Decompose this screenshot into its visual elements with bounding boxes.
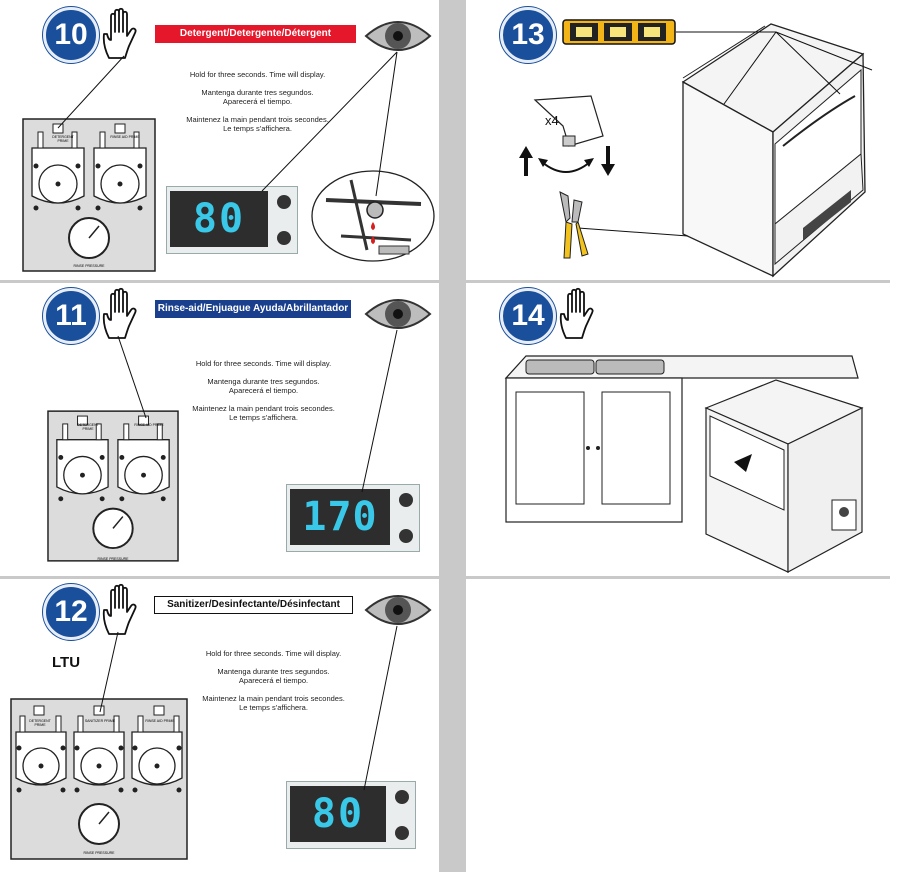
display-digits: 80	[290, 786, 386, 842]
instruction-french-2: Le temps s'affichera.	[229, 413, 298, 422]
step-number-12: 12	[43, 584, 99, 640]
display-button	[277, 195, 291, 209]
instruction-english: Hold for three seconds. Time will displa…	[189, 70, 326, 79]
level-icon	[562, 19, 676, 45]
panel-button-label: DETERGENT PRIME	[29, 719, 51, 727]
instruction-french-2: Le temps s'affichera.	[239, 703, 308, 712]
dispenser-detail-zoom	[311, 170, 435, 262]
leveling-foot-icon	[533, 95, 604, 147]
instruction-french-1: Maintenez la main pendant trois secondes…	[186, 114, 329, 124]
pointer-lines	[99, 625, 398, 791]
display-button	[395, 790, 409, 804]
panel-button-label: SANITIZER PRIME	[84, 719, 116, 723]
panel-button-label: DETERGENT PRIME	[52, 135, 74, 143]
display-digits: 170	[290, 489, 390, 545]
eye-icon	[364, 21, 432, 51]
instruction-french-1: Maintenez la main pendant trois secondes…	[192, 403, 335, 413]
gauge-label: RINSE PRESSURE	[83, 851, 115, 855]
rinse-aid-label: Rinse-aid/Enjuague Ayuda/Abrillantador	[155, 300, 351, 318]
gauge-label: RINSE PRESSURE	[73, 264, 105, 268]
pliers-icon	[559, 191, 589, 259]
pointer-lines	[57, 51, 398, 197]
detergent-label: Detergent/Detergente/Détergent	[155, 25, 356, 43]
panel-button-label: RINSE AID PRIME	[110, 135, 140, 139]
hand-icon	[559, 287, 594, 339]
instruction-spanish-1: Mantenga durante tres segundos.	[207, 376, 320, 386]
instruction-french-1: Maintenez la main pendant trois secondes…	[202, 693, 345, 703]
instructions-text: Hold for three seconds. Time will displa…	[166, 359, 361, 423]
instructions-text: Hold for three seconds. Time will displa…	[160, 70, 355, 134]
horizontal-divider	[466, 576, 890, 579]
dishwasher-illustration	[681, 23, 866, 278]
hand-icon	[102, 583, 137, 635]
hand-icon	[102, 287, 137, 339]
eye-icon	[364, 595, 432, 625]
rotate-arrow-icon	[538, 158, 594, 173]
model-label: LTU	[52, 654, 81, 671]
counter-with-dishwasher-illustration	[504, 355, 864, 574]
panel-button-label: RINSE AID PRIME	[134, 423, 164, 427]
arrow-down-icon	[601, 146, 615, 176]
sanitizer-label: Sanitizer/Desinfectante/Désinfectant	[154, 596, 353, 614]
pump-panel-three	[10, 698, 188, 860]
instruction-english: Hold for three seconds. Time will displa…	[205, 649, 342, 658]
display-button	[395, 826, 409, 840]
instruction-spanish-1: Mantenga durante tres segundos.	[201, 87, 314, 97]
horizontal-divider	[0, 576, 439, 579]
time-display: 170	[286, 484, 420, 552]
display-digits: 80	[170, 191, 268, 247]
instruction-spanish-1: Mantenga durante tres segundos.	[217, 666, 330, 676]
time-display: 80	[166, 186, 298, 254]
multiplier-label: x4	[545, 113, 559, 128]
panel-button-label: DETERGENT PRIME	[77, 423, 99, 431]
step-number-13: 13	[500, 7, 556, 63]
display-button	[399, 493, 413, 507]
display-button	[399, 529, 413, 543]
arrow-up-icon	[519, 146, 533, 176]
pump-panel	[47, 410, 179, 562]
eye-icon	[364, 299, 432, 329]
hand-icon	[102, 7, 137, 59]
display-button	[277, 231, 291, 245]
step-number-14: 14	[500, 288, 556, 344]
horizontal-divider	[466, 280, 890, 283]
instructions-text: Hold for three seconds. Time will displa…	[176, 649, 371, 713]
gauge-label: RINSE PRESSURE	[97, 557, 129, 561]
step-number-11: 11	[43, 288, 99, 344]
vertical-divider	[439, 0, 466, 872]
instruction-english: Hold for three seconds. Time will displa…	[195, 359, 332, 368]
pump-panel	[22, 118, 156, 272]
step-number-10: 10	[43, 7, 99, 63]
instruction-spanish-2: Aparecerá el tiempo.	[228, 386, 299, 395]
panel-button-label: RINSE AID PRIME	[145, 719, 175, 723]
time-display: 80	[286, 781, 416, 849]
pointer-lines	[117, 329, 398, 493]
instruction-spanish-2: Aparecerá el tiempo.	[222, 97, 293, 106]
instruction-spanish-2: Aparecerá el tiempo.	[238, 676, 309, 685]
horizontal-divider	[0, 280, 439, 283]
instruction-french-2: Le temps s'affichera.	[223, 124, 292, 133]
pointer-lines	[577, 31, 873, 237]
